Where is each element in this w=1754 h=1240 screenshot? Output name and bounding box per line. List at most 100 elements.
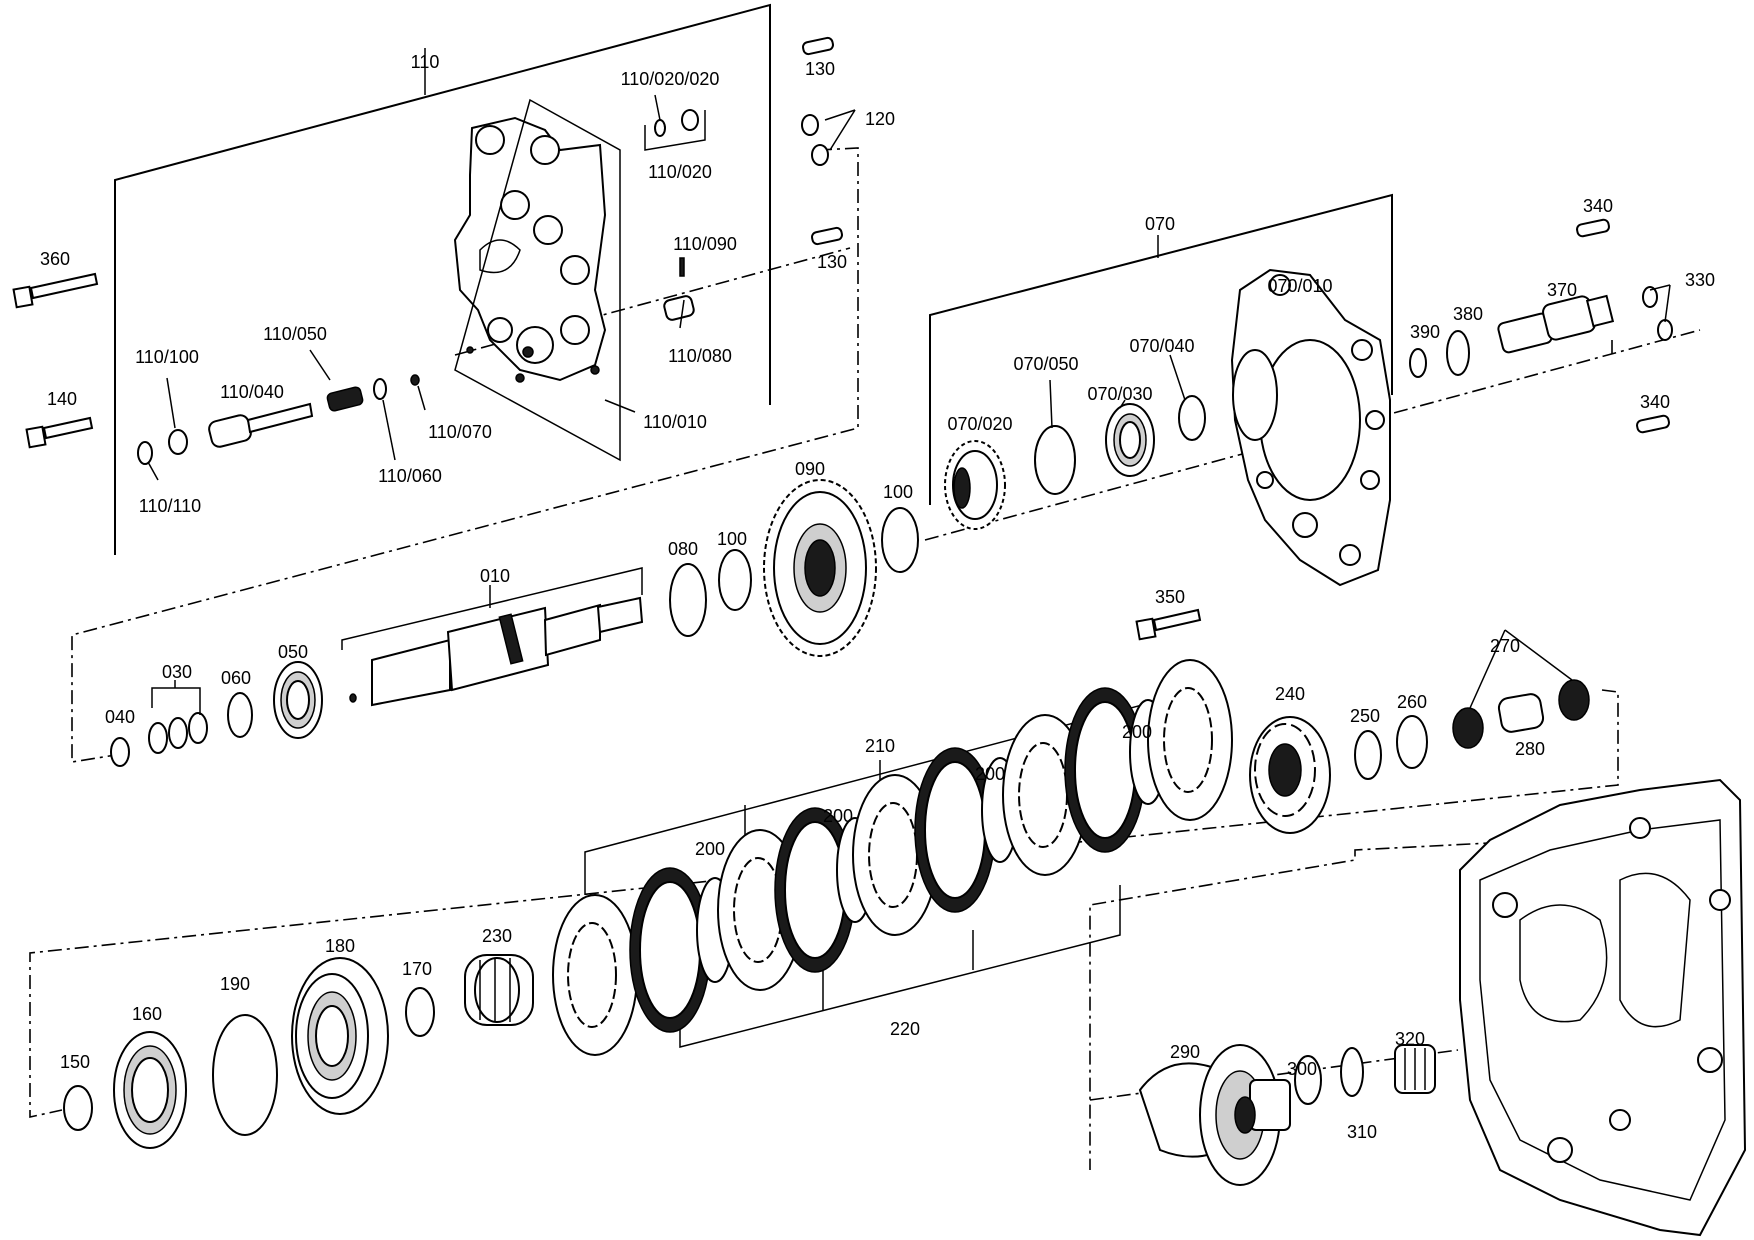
plate-220-3 [914, 747, 996, 913]
pin-110-090 [679, 257, 685, 277]
callout-350: 350 [1155, 587, 1185, 607]
plate-220-2 [774, 807, 856, 973]
callout-labels: 110 110/020/020 110/020 130 120 130 110/… [40, 52, 1715, 1142]
plate-210-1 [552, 894, 638, 1056]
callout-070-010: 070/010 [1267, 276, 1332, 296]
cover-070-010 [1230, 268, 1391, 587]
ring-300 [1294, 1055, 1322, 1105]
callout-110-050: 110/050 [263, 324, 327, 344]
callout-370: 370 [1547, 280, 1577, 300]
ring-330-a [1642, 286, 1658, 308]
callout-360: 360 [40, 249, 70, 269]
callout-030: 030 [162, 662, 192, 682]
callout-110-020: 110/020 [648, 162, 712, 182]
callout-070-050: 070/050 [1013, 354, 1078, 374]
callout-280: 280 [1515, 739, 1545, 759]
callout-130-top: 130 [805, 59, 835, 79]
ring-170 [405, 987, 435, 1037]
plug-110-020-020 [681, 109, 699, 131]
bearing-050 [273, 661, 323, 739]
callout-160: 160 [132, 1004, 162, 1024]
snap-ring-070-050 [1034, 425, 1076, 495]
seal-190 [212, 1014, 278, 1136]
plate-210-5 [1147, 659, 1233, 821]
shaft-370 [1497, 294, 1615, 354]
ring-110-110 [137, 441, 153, 465]
callout-200-4: 200 [1122, 722, 1152, 742]
callout-170: 170 [402, 959, 432, 979]
callout-150: 150 [60, 1052, 90, 1072]
ring-250 [1354, 730, 1382, 780]
bearing-320 [1394, 1044, 1436, 1094]
pin-340-top [1576, 218, 1610, 238]
callout-320: 320 [1395, 1029, 1425, 1049]
callout-200-3: 200 [975, 764, 1005, 784]
ring-030-c [188, 712, 208, 744]
ring-100-upper [881, 507, 919, 573]
callout-110-020-020: 110/020/020 [621, 69, 720, 89]
callout-220: 220 [890, 1019, 920, 1039]
callout-070-030: 070/030 [1087, 384, 1152, 404]
plate-220-1 [629, 867, 711, 1033]
callout-080: 080 [668, 539, 698, 559]
callout-140: 140 [47, 389, 77, 409]
callout-240: 240 [1275, 684, 1305, 704]
ring-120-b [811, 144, 829, 166]
callout-110-010: 110/010 [643, 412, 707, 432]
bearing-270-a [1452, 707, 1484, 749]
callout-270: 270 [1490, 636, 1520, 656]
piston-180 [291, 957, 389, 1115]
callout-050: 050 [278, 642, 308, 662]
ball-110-070 [410, 374, 420, 386]
callout-180: 180 [325, 936, 355, 956]
callout-260: 260 [1397, 692, 1427, 712]
callout-200-2: 200 [823, 806, 853, 826]
callout-340-top: 340 [1583, 196, 1613, 216]
carrier-290 [1138, 1044, 1291, 1186]
gearbox-housing [1459, 778, 1747, 1237]
callout-070: 070 [1145, 214, 1175, 234]
callout-110-090: 110/090 [673, 234, 737, 254]
pin-130-lower [811, 226, 843, 246]
ring-110-060 [373, 378, 387, 400]
sleeve-280 [1497, 693, 1545, 733]
callout-110-080: 110/080 [668, 346, 732, 366]
bolt-360 [12, 272, 99, 309]
callout-120: 120 [865, 109, 895, 129]
ring-330-b [1657, 319, 1673, 341]
shaft-010 [349, 596, 644, 707]
ring-030-b [168, 717, 188, 749]
callout-390: 390 [1410, 322, 1440, 342]
ring-060 [227, 692, 253, 738]
ring-390 [1409, 348, 1427, 378]
parts-plane-110 [454, 98, 621, 462]
callout-110-070: 110/070 [428, 422, 492, 442]
callout-340-lower: 340 [1640, 392, 1670, 412]
leader-lines [147, 94, 1671, 715]
callout-190: 190 [220, 974, 250, 994]
callout-330: 330 [1685, 270, 1715, 290]
callout-070-020: 070/020 [947, 414, 1012, 434]
callout-010: 010 [480, 566, 510, 586]
callout-130-lower: 130 [817, 252, 847, 272]
gear-090 [763, 479, 877, 657]
bushing-110-100 [168, 429, 188, 455]
callout-230: 230 [482, 926, 512, 946]
spring-110-050 [326, 386, 364, 412]
hydraulic-body-110-010 [453, 116, 607, 383]
ring-110-020 [654, 119, 666, 137]
callout-100-upper: 100 [883, 482, 913, 502]
callout-210: 210 [865, 736, 895, 756]
callout-380: 380 [1453, 304, 1483, 324]
callout-110-100: 110/100 [135, 347, 199, 367]
bolt-140 [25, 416, 94, 449]
callout-040: 040 [105, 707, 135, 727]
callout-090: 090 [795, 459, 825, 479]
ring-120-a [801, 114, 819, 136]
gear-070-020 [944, 440, 1006, 530]
ring-260 [1396, 715, 1428, 769]
callout-060: 060 [221, 668, 251, 688]
pin-340-lower [1636, 414, 1670, 434]
bolt-350 [1135, 608, 1202, 641]
ring-310 [1340, 1047, 1364, 1097]
